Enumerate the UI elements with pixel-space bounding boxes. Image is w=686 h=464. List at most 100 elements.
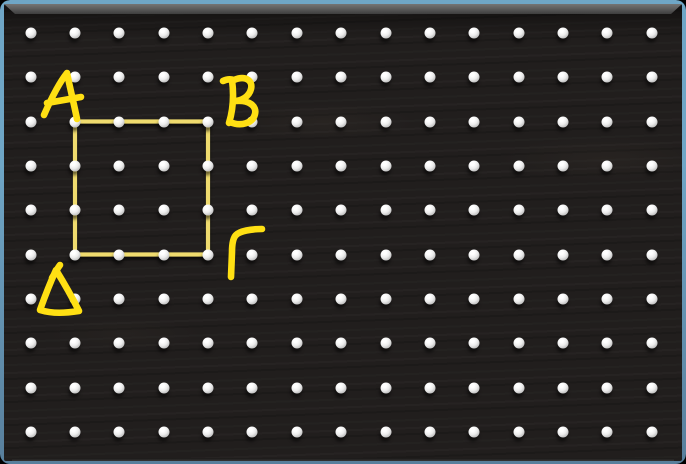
peg[interactable] [468,337,480,349]
peg[interactable] [202,382,214,394]
peg[interactable] [380,426,392,438]
peg[interactable] [335,249,347,261]
peg[interactable] [158,116,170,128]
peg[interactable] [291,337,303,349]
peg[interactable] [25,27,37,39]
peg[interactable] [380,249,392,261]
peg[interactable] [468,116,480,128]
peg[interactable] [424,27,436,39]
peg[interactable] [380,293,392,305]
peg[interactable] [468,426,480,438]
peg[interactable] [513,337,525,349]
peg[interactable] [380,116,392,128]
peg[interactable] [601,337,613,349]
peg[interactable] [557,382,569,394]
peg[interactable] [513,160,525,172]
peg[interactable] [291,293,303,305]
peg[interactable] [291,27,303,39]
peg[interactable] [69,160,81,172]
peg[interactable] [246,204,258,216]
peg[interactable] [646,337,658,349]
peg[interactable] [158,426,170,438]
peg[interactable] [113,160,125,172]
peg[interactable] [25,160,37,172]
peg[interactable] [646,426,658,438]
peg[interactable] [380,27,392,39]
peg[interactable] [335,426,347,438]
peg[interactable] [69,204,81,216]
peg[interactable] [513,426,525,438]
peg[interactable] [468,204,480,216]
peg[interactable] [69,71,81,83]
peg[interactable] [468,71,480,83]
peg[interactable] [113,426,125,438]
peg[interactable] [468,160,480,172]
peg[interactable] [291,204,303,216]
peg[interactable] [158,160,170,172]
peg[interactable] [468,382,480,394]
peg[interactable] [246,160,258,172]
peg[interactable] [557,116,569,128]
peg[interactable] [69,426,81,438]
peg[interactable] [513,27,525,39]
peg[interactable] [335,27,347,39]
peg[interactable] [601,71,613,83]
peg[interactable] [25,337,37,349]
peg[interactable] [424,337,436,349]
peg[interactable] [557,293,569,305]
peg[interactable] [380,160,392,172]
peg[interactable] [246,249,258,261]
peg[interactable] [601,204,613,216]
peg[interactable] [335,337,347,349]
peg[interactable] [69,249,81,261]
peg[interactable] [601,249,613,261]
peg[interactable] [158,382,170,394]
peg[interactable] [202,293,214,305]
peg[interactable] [25,293,37,305]
peg[interactable] [646,382,658,394]
peg[interactable] [380,382,392,394]
peg[interactable] [513,204,525,216]
peg[interactable] [158,204,170,216]
peg[interactable] [424,426,436,438]
peg[interactable] [202,27,214,39]
peg[interactable] [202,249,214,261]
peg[interactable] [113,116,125,128]
peg[interactable] [113,204,125,216]
peg[interactable] [69,27,81,39]
peg[interactable] [513,116,525,128]
peg[interactable] [291,116,303,128]
peg[interactable] [557,337,569,349]
peg[interactable] [291,160,303,172]
peg[interactable] [335,293,347,305]
peg[interactable] [158,71,170,83]
peg[interactable] [25,71,37,83]
peg[interactable] [513,293,525,305]
peg[interactable] [25,382,37,394]
peg[interactable] [646,116,658,128]
peg[interactable] [158,27,170,39]
peg[interactable] [646,71,658,83]
peg[interactable] [601,27,613,39]
peg[interactable] [513,382,525,394]
peg[interactable] [601,116,613,128]
peg[interactable] [113,293,125,305]
peg[interactable] [202,71,214,83]
peg[interactable] [335,160,347,172]
peg[interactable] [601,293,613,305]
peg[interactable] [557,160,569,172]
peg[interactable] [646,249,658,261]
peg[interactable] [113,337,125,349]
peg[interactable] [557,426,569,438]
peg[interactable] [424,116,436,128]
peg[interactable] [646,160,658,172]
peg[interactable] [202,116,214,128]
peg[interactable] [557,249,569,261]
peg[interactable] [424,204,436,216]
peg[interactable] [601,426,613,438]
peg[interactable] [468,293,480,305]
peg[interactable] [291,249,303,261]
peg[interactable] [513,249,525,261]
peg[interactable] [291,426,303,438]
peg[interactable] [557,27,569,39]
